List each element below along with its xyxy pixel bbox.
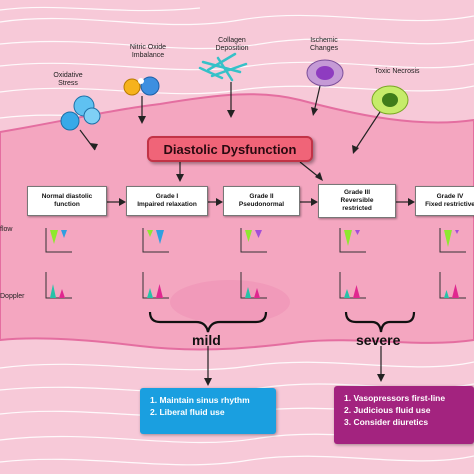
stage-grade-4: Grade IV Fixed restrictive [415, 186, 474, 216]
inflow-axis [439, 228, 466, 253]
collagen-icon [198, 52, 248, 82]
treatment-item: 2. Liberal fluid use [150, 407, 225, 417]
row-label-inflow: flow [0, 226, 13, 233]
treatment-mild-box: 1. Maintain sinus rhythm 2. Liberal flui… [140, 388, 276, 434]
severity-mild: mild [192, 332, 221, 348]
stage-line: Grade IV [436, 193, 464, 200]
inflow-axis [142, 228, 169, 253]
cause-arrowheads [90, 107, 359, 154]
doppler-wave [245, 287, 251, 298]
cause-label-ischemic: Ischemic Changes [294, 37, 354, 53]
stage-line: Fixed restrictive [425, 201, 474, 208]
stage-grade-2: Grade II Pseudonormal [223, 186, 300, 216]
cause-label-nitric-oxide: Nitric Oxide Imbalance [118, 44, 178, 60]
cause-line: Nitric Oxide [129, 44, 167, 51]
doppler-wave [156, 284, 163, 298]
doppler-wave [50, 284, 56, 298]
cause-label-oxidative-stress: Oxidative Stress [38, 72, 98, 88]
stage-grade-3: Grade III Reversible restricted [318, 184, 396, 218]
cause-label-collagen: Collagen Deposition [202, 37, 262, 53]
cause-line: Ischemic [310, 37, 338, 44]
cause-line: Toxic Necrosis [374, 68, 420, 75]
severity-severe: severe [356, 332, 401, 348]
stage-line: Reversible [340, 197, 374, 204]
doppler-plots [45, 228, 466, 299]
inflow-wave [455, 230, 459, 234]
mild-brace [148, 311, 268, 333]
necrotic-cell-icon [371, 85, 409, 115]
treatment-item: 2. Judicious fluid use [344, 405, 431, 415]
doppler-wave [344, 289, 350, 298]
title-arrow-right [299, 161, 321, 179]
inflow-wave [50, 230, 58, 244]
doppler-wave [452, 284, 459, 298]
cause-line: Stress [58, 80, 78, 87]
stage-line: Grade III [343, 189, 370, 196]
inflow-wave [245, 230, 252, 242]
diastolic-dysfunction-title: Diastolic Dysfunction [147, 136, 313, 162]
myocardium-band [0, 93, 474, 351]
stage-normal: Normal diastolic function [27, 186, 107, 216]
doppler-wave [147, 288, 153, 298]
inflow-wave [344, 230, 352, 246]
stage-line: restricted [342, 205, 372, 212]
cause-line: Oxidative [53, 72, 83, 79]
inflow-wave [255, 230, 262, 238]
inflow-axis [45, 228, 72, 253]
cause-line: Imbalance [131, 52, 165, 59]
cause-line: Deposition [215, 45, 249, 52]
stage-grade-1: Grade I Impaired relaxation [126, 186, 208, 216]
stage-line: Grade I [155, 193, 179, 200]
doppler-wave [444, 290, 449, 298]
shading-blob [170, 280, 290, 324]
treatment-severe-box: 1. Vasopressors first-line 2. Judicious … [334, 386, 474, 444]
inflow-wave [147, 230, 153, 237]
treatment-item: 1. Vasopressors first-line [344, 393, 446, 403]
inflow-wave [355, 230, 360, 235]
stage-line: Normal diastolic [41, 193, 93, 200]
stage-line: Grade II [249, 193, 274, 200]
inflow-axis [339, 228, 366, 253]
ischemic-cell-icon [306, 59, 344, 87]
cause-line: Collagen [218, 37, 246, 44]
cause-label-toxic-necrosis: Toxic Necrosis [362, 68, 432, 76]
inflow-wave [156, 230, 164, 244]
nitric-oxide-icon [123, 76, 160, 96]
inflow-wave [61, 230, 67, 238]
doppler-wave [353, 285, 360, 298]
stage-line: Impaired relaxation [137, 201, 197, 208]
stage-line: function [54, 201, 80, 208]
doppler-wave [254, 288, 260, 298]
row-label-doppler: Doppler [0, 293, 25, 300]
oxidative-stress-icon [60, 95, 101, 131]
doppler-wave [59, 289, 65, 298]
severe-brace [344, 311, 416, 333]
cause-line: Changes [309, 45, 339, 52]
inflow-axis [240, 228, 267, 253]
inflow-wave [444, 230, 452, 247]
treatment-item: 3. Consider diuretics [344, 417, 429, 427]
stage-line: Pseudonormal [238, 201, 285, 208]
treatment-item: 1. Maintain sinus rhythm [150, 395, 250, 405]
